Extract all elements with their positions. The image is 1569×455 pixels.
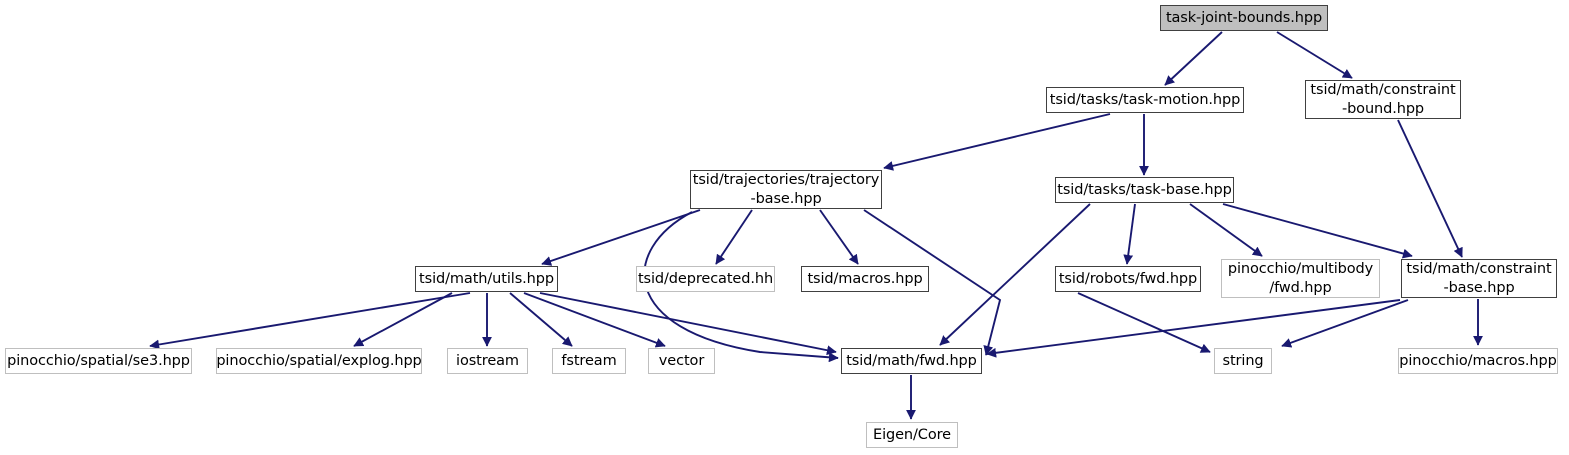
node-pinocchio-macros[interactable]: pinocchio/macros.hpp [1398, 348, 1558, 374]
node-se3[interactable]: pinocchio/spatial/se3.hpp [5, 348, 192, 374]
node-task-joint-bounds[interactable]: task-joint-bounds.hpp [1160, 5, 1328, 31]
edge-math-utils-to-fstream [509, 292, 573, 347]
edge-trajectory-base-to-deprecated [715, 209, 753, 265]
edge-task-motion-to-trajectory-base [883, 113, 1111, 171]
node-deprecated[interactable]: tsid/deprecated.hh [636, 266, 775, 292]
node-math-fwd[interactable]: tsid/math/fwd.hpp [841, 348, 982, 374]
edge-robots-fwd-to-string [1077, 292, 1211, 353]
edge-math-utils-to-vector [523, 292, 666, 348]
node-math-utils[interactable]: tsid/math/utils.hpp [415, 266, 558, 292]
edge-math-utils-to-math-fwd [539, 292, 837, 356]
node-robots-fwd[interactable]: tsid/robots/fwd.hpp [1055, 266, 1201, 292]
node-constraint-base[interactable]: tsid/math/constraint -base.hpp [1401, 259, 1557, 298]
edge-trajectory-base-to-math-utils [541, 209, 701, 266]
node-iostream[interactable]: iostream [447, 348, 528, 374]
node-multibody-fwd[interactable]: pinocchio/multibody /fwd.hpp [1221, 259, 1380, 298]
node-task-base[interactable]: tsid/tasks/task-base.hpp [1055, 177, 1234, 203]
edge-task-joint-bounds-to-constraint-bound [1276, 31, 1353, 79]
edge-task-base-to-multibody-fwd [1189, 203, 1263, 257]
node-fstream[interactable]: fstream [552, 348, 626, 374]
edge-task-base-to-constraint-base [1222, 203, 1413, 259]
edge-task-joint-bounds-to-task-motion [1164, 31, 1223, 86]
edge-constraint-bound-to-constraint-base [1397, 119, 1463, 258]
edge-trajectory-base-to-macros [819, 209, 859, 265]
node-task-motion[interactable]: tsid/tasks/task-motion.hpp [1046, 87, 1244, 113]
node-string[interactable]: string [1214, 348, 1272, 374]
node-eigen-core[interactable]: Eigen/Core [866, 422, 958, 448]
node-vector[interactable]: vector [648, 348, 715, 374]
node-trajectory-base[interactable]: tsid/trajectories/trajectory -base.hpp [690, 170, 882, 209]
edge-task-base-to-robots-fwd [1123, 203, 1136, 265]
edge-math-utils-to-explog [353, 292, 453, 347]
node-constraint-bound[interactable]: tsid/math/constraint -bound.hpp [1305, 80, 1461, 119]
node-explog[interactable]: pinocchio/spatial/explog.hpp [216, 348, 422, 374]
edge-math-utils-to-se3 [149, 292, 471, 350]
edge-constraint-base-to-string [1281, 299, 1409, 348]
edge-constraint-base-to-math-fwd [986, 299, 1401, 358]
node-macros[interactable]: tsid/macros.hpp [801, 266, 929, 292]
